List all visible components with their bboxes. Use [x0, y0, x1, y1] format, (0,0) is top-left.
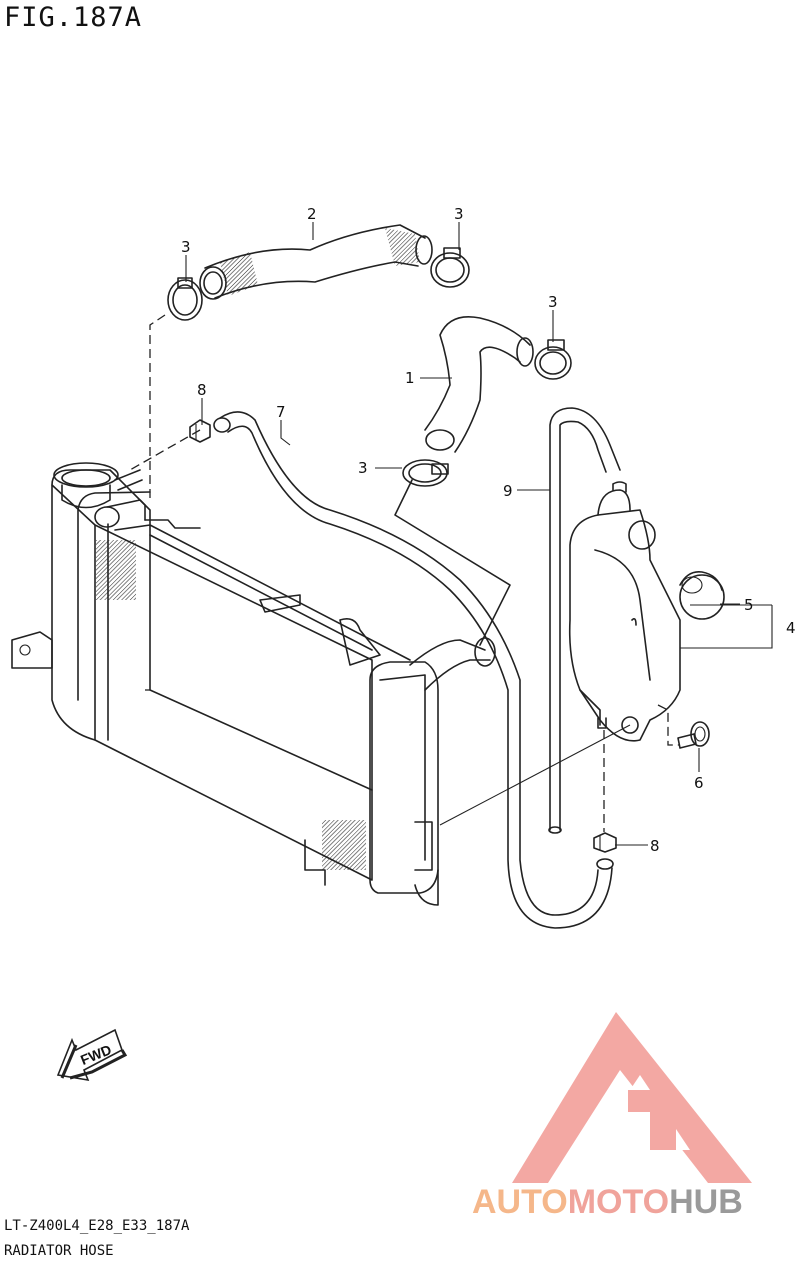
- callout-6: 6: [694, 774, 704, 792]
- callout-3-top: 3: [454, 205, 464, 223]
- callout-3-lower: 3: [358, 459, 368, 477]
- fwd-arrow-icon: FWD: [56, 1028, 128, 1082]
- hose-7: [213, 411, 614, 929]
- bolt-6: [677, 721, 710, 749]
- callout-2: 2: [307, 205, 317, 223]
- clamp-3-left: [167, 277, 203, 321]
- reservoir-cap-5: [679, 570, 725, 620]
- callout-3-mid: 3: [548, 293, 558, 311]
- watermark-logo: [512, 1012, 752, 1183]
- watermark-auto: AUTO: [472, 1183, 568, 1221]
- leader-lines: [129, 314, 773, 832]
- clip-8-upper: [189, 419, 211, 443]
- callout-4: 4: [786, 619, 796, 637]
- callout-9: 9: [503, 482, 513, 500]
- clamp-3-top: [430, 247, 470, 288]
- clip-8-lower: [593, 832, 617, 853]
- callout-8-upper: 8: [197, 381, 207, 399]
- figure-name: RADIATOR HOSE: [4, 1243, 114, 1259]
- hose-9: [548, 407, 621, 834]
- watermark-hub: HUB: [669, 1183, 743, 1221]
- callout-leaders: [185, 222, 740, 846]
- radiator: [11, 462, 496, 906]
- reservoir-tank: [568, 481, 681, 742]
- watermark-moto: MOTO: [567, 1183, 670, 1221]
- callout-8-lower: 8: [650, 837, 660, 855]
- callout-5: 5: [744, 596, 754, 614]
- figure-code: LT-Z400L4_E28_E33_187A: [4, 1218, 190, 1234]
- callout-7: 7: [276, 403, 286, 421]
- figure-title: FIG.187A: [4, 2, 143, 33]
- clamp-3-lower: [402, 459, 449, 487]
- hose-2: [199, 224, 433, 300]
- callout-1: 1: [405, 369, 415, 387]
- watermark-wordmark: AUTOMOTOHUB: [472, 1183, 743, 1222]
- callout-3-left: 3: [181, 238, 191, 256]
- clamp-3-mid: [534, 339, 572, 380]
- hose-1: [424, 316, 534, 453]
